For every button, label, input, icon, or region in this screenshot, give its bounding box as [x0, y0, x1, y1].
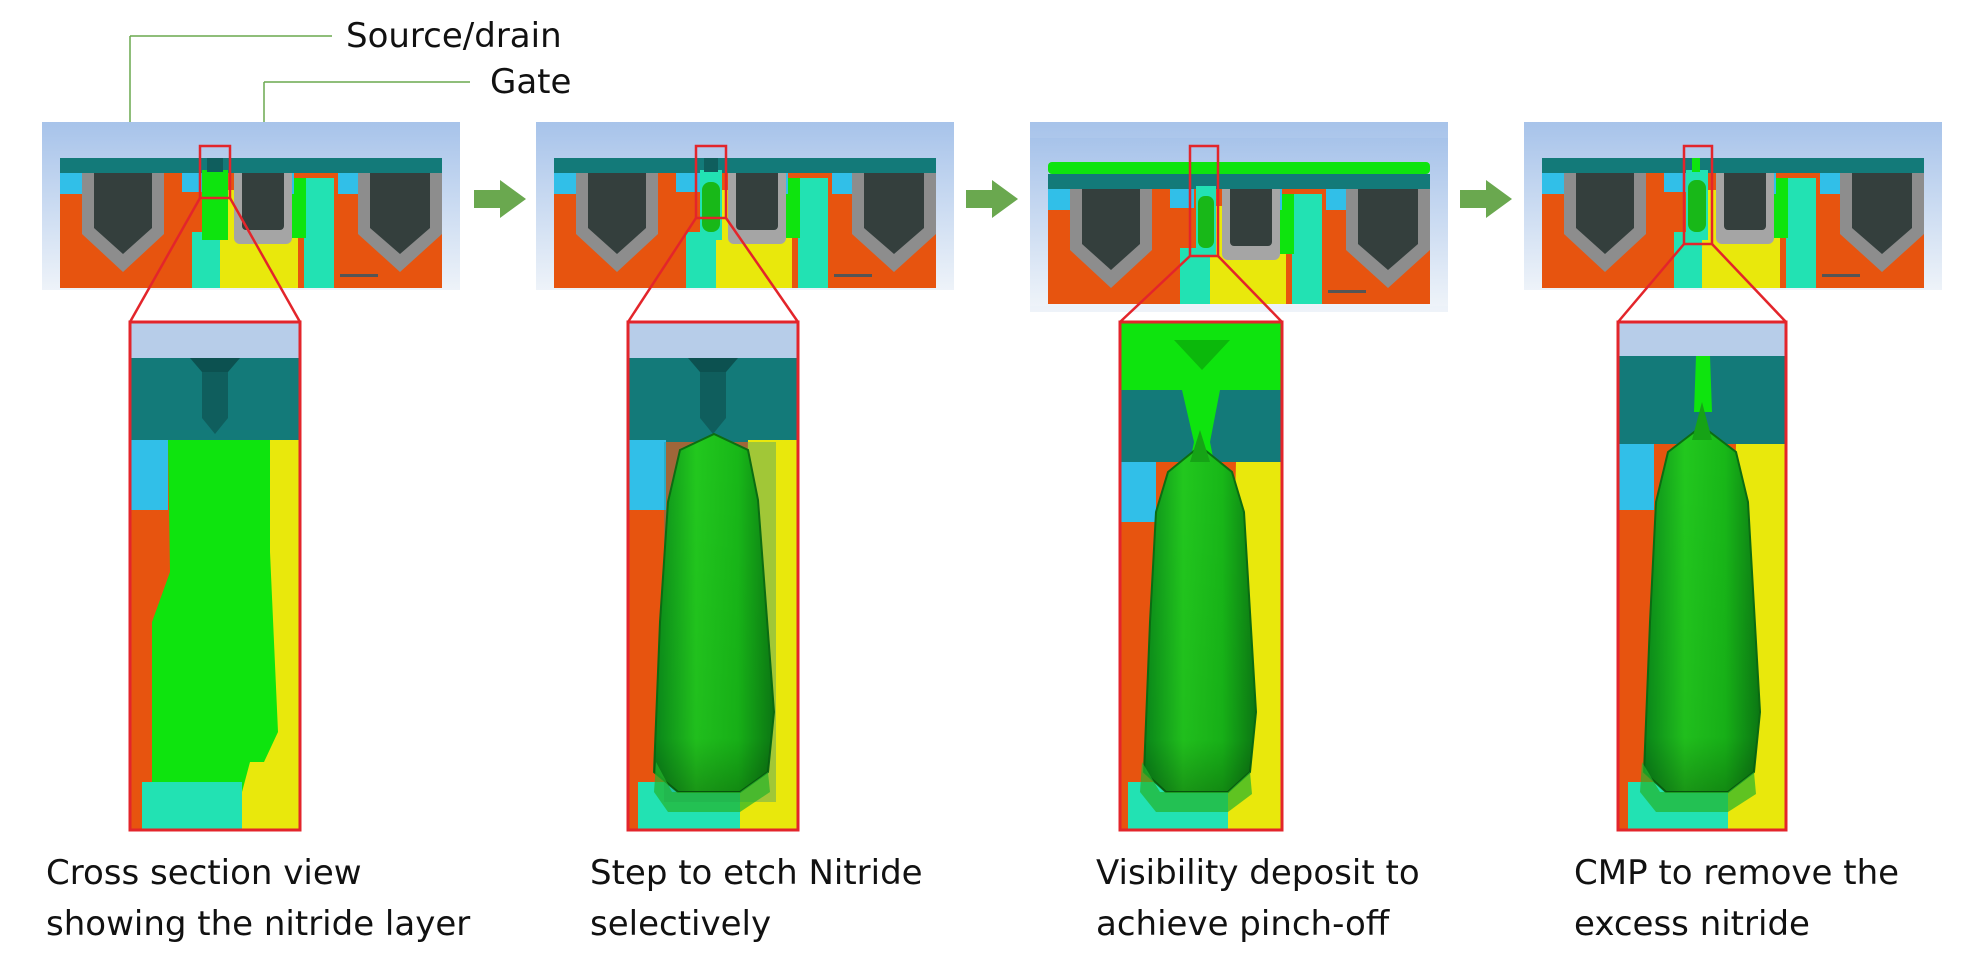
source-drain-label: Source/drain — [346, 16, 562, 56]
panel-4-caption-line-1: CMP to remove the — [1574, 853, 1900, 893]
panel-2-zoom-callout — [626, 217, 800, 323]
panel-1-caption: Cross section view showing the nitride l… — [46, 848, 470, 950]
panel-1-caption-line-1: Cross section view — [46, 853, 362, 893]
panel-2-zoom-view — [626, 320, 800, 832]
panel-1-zoom-view — [128, 320, 302, 832]
arrow-1-icon — [474, 180, 526, 218]
panel-2-caption: Step to etch Nitride selectively — [590, 848, 923, 950]
panel-3-caption: Visibility deposit to achieve pinch-off — [1096, 848, 1420, 950]
panel-1-zoom-callout — [128, 197, 302, 323]
panel-3-caption-line-2: achieve pinch-off — [1096, 904, 1390, 944]
panel-3-cross-section — [1030, 122, 1448, 312]
panel-4-zoom-view — [1616, 320, 1788, 832]
panel-1-cross-section — [42, 122, 460, 290]
panel-3-zoom-callout — [1119, 255, 1283, 323]
panel-4-zoom-callout — [1617, 243, 1787, 323]
panel-4-caption-line-2: excess nitride — [1574, 904, 1810, 944]
panel-1-caption-line-2: showing the nitride layer — [46, 904, 471, 944]
panel-2-caption-line-2: selectively — [590, 904, 772, 944]
panel-3-caption-line-1: Visibility deposit to — [1096, 853, 1420, 893]
panel-2-cross-section — [536, 122, 954, 290]
panel-3-zoom-view — [1118, 320, 1284, 832]
panel-2-caption-line-1: Step to etch Nitride — [590, 853, 923, 893]
panel-4-cross-section — [1524, 122, 1942, 290]
gate-label: Gate — [490, 62, 572, 102]
arrow-2-icon — [966, 180, 1018, 218]
arrow-3-icon — [1460, 180, 1512, 218]
panel-4-caption: CMP to remove the excess nitride — [1574, 848, 1899, 950]
